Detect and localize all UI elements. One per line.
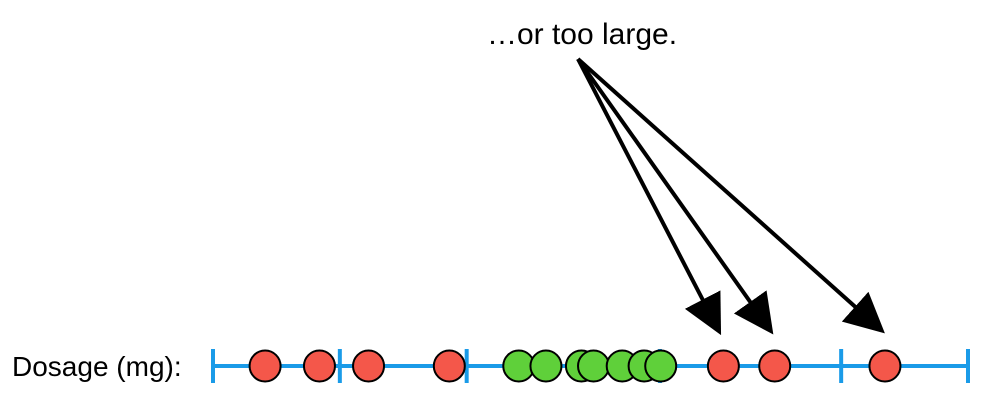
dosage-points: [248, 349, 902, 383]
ineffective-dose-point: [352, 349, 386, 383]
pointer-arrow: [576, 57, 774, 335]
effective-dose-point: [577, 349, 611, 383]
arrow-group: [576, 57, 885, 336]
ineffective-dose-point: [758, 349, 792, 383]
axis-label: Dosage (mg):: [12, 351, 182, 382]
effective-dose-point: [644, 349, 678, 383]
ineffective-dose-point: [432, 349, 466, 383]
pointer-arrow: [576, 58, 722, 336]
ineffective-dose-point: [248, 349, 282, 383]
annotation-label: …or too large.: [487, 18, 677, 51]
ineffective-dose-point: [302, 349, 336, 383]
effective-dose-point: [529, 349, 563, 383]
pointer-arrow: [576, 57, 885, 334]
ineffective-dose-point: [868, 349, 902, 383]
ineffective-dose-point: [706, 349, 740, 383]
